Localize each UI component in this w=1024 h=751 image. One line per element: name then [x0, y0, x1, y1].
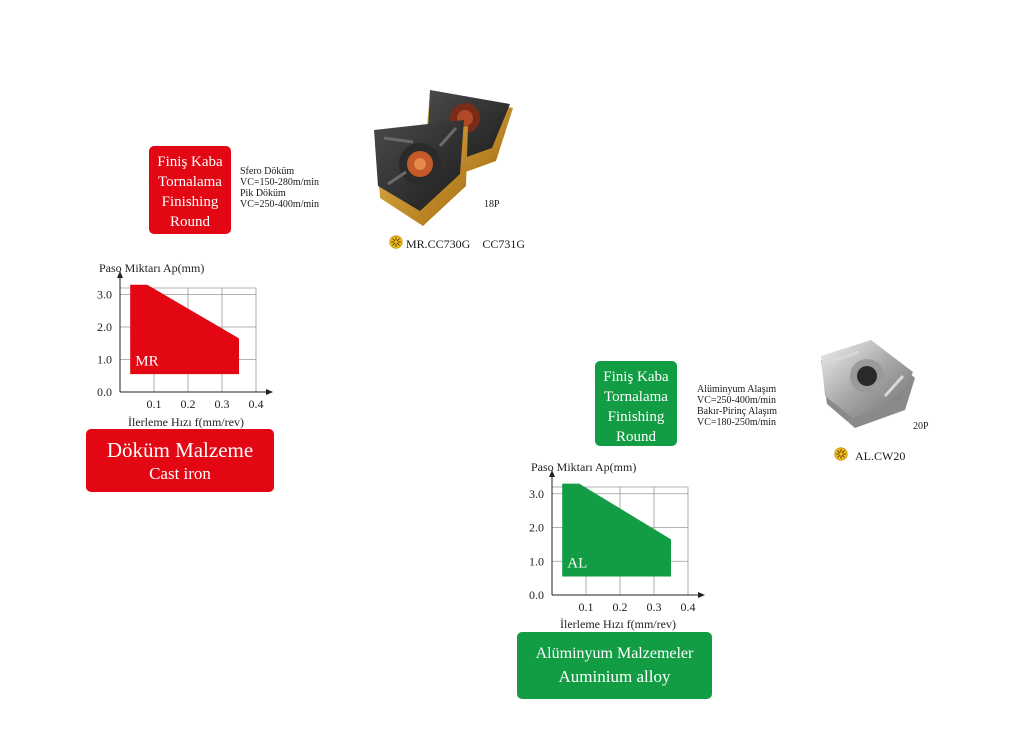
insert-code-label: 20P [913, 421, 929, 432]
badge-line: Tornalama [604, 389, 668, 405]
spec-line: Bakır-Pirinç Alaşım [697, 406, 778, 417]
badge-line: Finiş Kaba [157, 154, 223, 170]
material-en: Auminium alloy [558, 667, 671, 686]
grade-name: MR.CC730G [406, 236, 471, 251]
y-tick-label: 0.0 [529, 588, 544, 602]
material-label-red: Döküm Malzeme Cast iron [86, 429, 274, 492]
insert-image-silver [821, 340, 915, 428]
x-tick-label: 0.4 [249, 397, 264, 411]
material-en: Cast iron [149, 464, 211, 483]
cutting-speed-spec: Alüminyum Alaşım VC=250-400m/min Bakır-P… [697, 384, 777, 428]
spec-line: VC=150-280m/min [240, 177, 319, 188]
region-label: MR [135, 354, 158, 370]
gear-star-icon [834, 447, 848, 465]
region-label: AL [567, 555, 587, 571]
chart-al: 0.0 1.0 2.0 3.0 0.1 0.2 0.3 0.4 Paso Miktarı Ap(… [529, 460, 705, 631]
x-tick-label: 0.1 [147, 397, 162, 411]
spec-line: Pik Döküm [240, 188, 286, 199]
insert-image-dark [374, 90, 513, 226]
spec-line: VC=180-250m/min [697, 417, 776, 428]
x-axis-label: İlerleme Hızı f(mm/rev) [128, 415, 244, 429]
cutting-speed-spec: Sfero Döküm VC=150-280m/min Pik Döküm VC… [240, 166, 319, 210]
operating-region [130, 284, 239, 375]
y-axis-label: Paso Miktarı Ap(mm) [99, 261, 204, 275]
y-axis-arrow [549, 470, 555, 477]
y-tick-label: 2.0 [529, 521, 544, 535]
operating-region [562, 483, 671, 577]
material-tr: Alüminyum Malzemeler [535, 645, 694, 662]
badge-line: Finishing [161, 194, 219, 210]
y-tick-label: 2.0 [97, 320, 112, 334]
chart-mr: 0.0 1.0 2.0 3.0 0.1 0.2 0.3 0.4 Paso Miktarı Ap(… [97, 261, 273, 429]
badge-line: Round [169, 214, 210, 230]
y-tick-label: 1.0 [529, 554, 544, 568]
spec-line: Alüminyum Alaşım [697, 384, 777, 395]
y-tick-label: 3.0 [97, 288, 112, 302]
y-tick-label: 3.0 [529, 487, 544, 501]
y-axis-arrow [117, 271, 123, 278]
y-axis-label: Paso Miktarı Ap(mm) [531, 460, 636, 474]
spec-line: VC=250-400m/min [697, 395, 776, 406]
x-axis-arrow [266, 389, 273, 395]
spec-line: Sfero Döküm [240, 166, 295, 177]
material-label-green: Alüminyum Malzemeler Auminium alloy [517, 632, 712, 699]
grade-name: AL.CW20 [855, 448, 906, 463]
y-tick-label: 0.0 [97, 385, 112, 399]
badge-line: Tornalama [158, 174, 222, 190]
grade-labels: MR.CC730G CC731G [389, 235, 537, 253]
y-tick-label: 1.0 [97, 353, 112, 367]
badge-line: Finiş Kaba [603, 369, 669, 385]
x-tick-label: 0.3 [647, 600, 662, 614]
insert-code-label: 18P [484, 199, 500, 210]
x-tick-label: 0.3 [215, 397, 230, 411]
badge-line: Finishing [607, 409, 665, 425]
x-tick-label: 0.1 [579, 600, 594, 614]
x-tick-label: 0.2 [181, 397, 196, 411]
material-tr: Döküm Malzeme [106, 438, 254, 462]
x-tick-label: 0.4 [681, 600, 696, 614]
gear-star-icon [389, 235, 403, 253]
x-tick-label: 0.2 [613, 600, 628, 614]
grade-name: CC731G [482, 236, 526, 251]
spec-line: VC=250-400m/min [240, 199, 319, 210]
x-axis-label: İlerleme Hızı f(mm/rev) [560, 617, 676, 631]
x-axis-arrow [698, 592, 705, 598]
badge-line: Round [615, 429, 656, 445]
finishing-round-badge-red: Finiş Kaba Tornalama Finishing Round [149, 146, 231, 234]
finishing-round-badge-green: Finiş Kaba Tornalama Finishing Round [595, 361, 677, 446]
grade-labels: AL.CW20 [834, 447, 917, 465]
